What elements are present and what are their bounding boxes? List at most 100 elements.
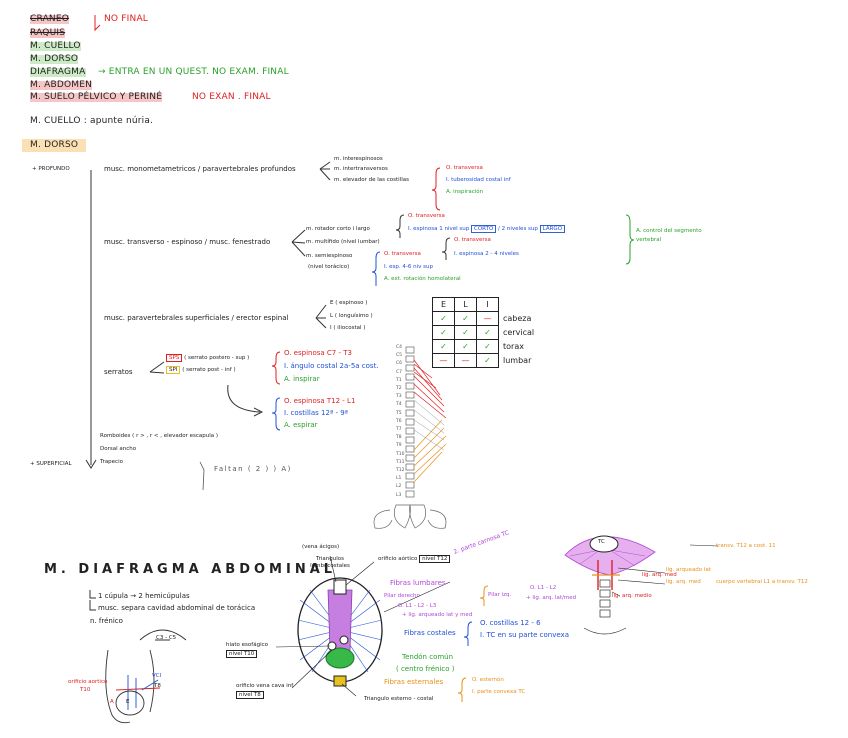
g2-rotador: m. rotador corto i largo xyxy=(306,226,370,232)
no-exam-note: NO EXAN . FINAL xyxy=(192,92,271,102)
vertebra-label: L1 xyxy=(396,476,402,482)
small-vci: VCI xyxy=(152,673,162,679)
r-tc: TC xyxy=(598,539,605,545)
pilar-izq-origin: O. L1 - L2 xyxy=(530,585,557,591)
triangulos-label: Triangulos lumbocostales xyxy=(310,556,350,570)
g2-semi-origin: O. transversa xyxy=(384,251,421,257)
small-diaphragm-sketch xyxy=(105,649,161,724)
g2-semi-action: A. ext. rotación homolateral xyxy=(384,276,461,282)
vertebra-label: T4 xyxy=(396,402,402,408)
small-e: E xyxy=(126,699,130,705)
spi-label: SPI ( serrato post - inf ) xyxy=(166,366,236,374)
g2-label: musc. transverso - espinoso / musc. fene… xyxy=(104,238,271,246)
vertebra-label: C4 xyxy=(396,345,403,350)
list-raquis: RAQUIS xyxy=(30,28,66,38)
vertebra-label: L2 xyxy=(396,484,402,490)
r-nota1: transv. T12 a cost. 11 xyxy=(716,543,776,549)
vertebra-label: T2 xyxy=(396,386,402,391)
g3-item: E ( espinoso ) xyxy=(330,300,368,306)
entra-note: → ENTRA EN UN QUEST. NO EXAM. FINAL xyxy=(98,67,289,77)
g2-mul-origin: O. transversa xyxy=(454,237,491,243)
fe-insertion: I. parte convexa TC xyxy=(472,689,526,695)
sps-origin: O. espinosa C7 - T3 xyxy=(284,349,352,357)
vertebra-label: T12 xyxy=(396,468,405,473)
fe-origin: O. esternón xyxy=(472,677,504,683)
vena-cava-level: nivel T8 xyxy=(236,691,264,699)
aortico-label: orificio aórtico nivel T12 xyxy=(378,555,451,563)
g2-semi-level: (nivel torácico) xyxy=(308,264,350,270)
vertebra-label: T11 xyxy=(396,459,405,465)
fibras-costales: Fibras costales xyxy=(404,629,456,637)
vertebra-label: T7 xyxy=(396,427,402,432)
small-a: A xyxy=(110,699,114,705)
r-lig-med2: lig. arq. med xyxy=(666,579,701,585)
vertebra-label: T5 xyxy=(396,410,402,416)
g1-insertion: I. tuberosidad costal inf xyxy=(446,177,511,183)
g3-item: I ( iliocostal ) xyxy=(330,325,366,331)
g1-item: m. interespinosos xyxy=(334,156,383,162)
pilar-derecho: Pilar derecho xyxy=(384,593,420,599)
spi-action: A. espirar xyxy=(284,421,318,429)
vertebra-label: C7 xyxy=(396,369,403,375)
diafragma-line1: 1 cúpula → 2 hemicúpulas xyxy=(98,592,190,600)
list-craneo: CRANEO xyxy=(30,14,70,24)
list-abdomen: M. ABDOMEN xyxy=(30,80,93,90)
cuello-heading: M. CUELLO : apunte núria. xyxy=(30,116,154,126)
vertebra-label: T9 xyxy=(396,443,402,449)
g1-label: musc. monometametricos / paravertebrales… xyxy=(104,165,296,173)
vertebra-label: T3 xyxy=(396,394,402,400)
spi-insertion: I. costillas 12ª - 9ª xyxy=(284,409,348,417)
g2-rot-insertion: I. espinosa 1 nivel sup CORTO / 2 nivele… xyxy=(408,225,566,233)
g2-action: A. control del segmento vertebral xyxy=(636,228,702,243)
centro-frenico: ( centro frénico ) xyxy=(396,665,455,673)
list-dorso: M. DORSO xyxy=(30,54,79,64)
list-diafragma: DIAFRAGMA xyxy=(30,67,86,77)
pilar-origin: O. L1 - L2 - L3 xyxy=(398,603,437,609)
g2-semi: m. semiespinoso xyxy=(306,253,353,259)
tendon-comun: Tendón común xyxy=(402,653,454,661)
small-t10: T10 xyxy=(80,687,91,693)
romboides-item: Romboides ( r > , r < , elevador escapul… xyxy=(100,433,218,439)
g1-origin: O. transversa xyxy=(446,165,483,171)
g3-item: L ( longuísimo ) xyxy=(330,313,373,319)
sps-action: A. inspirar xyxy=(284,375,320,383)
spi-origin: O. espinosa T12 - L1 xyxy=(284,397,356,405)
hiato-level: nivel T10 xyxy=(226,650,258,658)
vena-acigos: (vena ácigos) xyxy=(302,544,340,550)
faltan-note: Faltan ( 2 ) ) A) xyxy=(214,465,292,473)
vertebra-label: T6 xyxy=(396,418,402,424)
dorsal-item: Dorsal ancho xyxy=(100,446,137,452)
vena-cava-label: orificio vena cava inf xyxy=(236,683,294,689)
fibras-lumbares: Fibras lumbares xyxy=(390,579,446,587)
list-cuello: M. CUELLO xyxy=(30,41,81,51)
superficial-label: + SUPERFICIAL xyxy=(30,461,72,467)
hiato-label: hiato esofágico xyxy=(226,642,268,648)
vertebra-label: C5 xyxy=(396,353,403,359)
sps-insertion: I. ángulo costal 2a-5a cost. xyxy=(284,362,379,370)
g1-item: m. intertransversos xyxy=(334,166,388,172)
c3c5-label: C3 - C5 xyxy=(156,635,177,641)
vertebra-label: T10 xyxy=(396,451,405,457)
trapecio-item: Trapecio xyxy=(100,459,123,465)
vertebra-label: C6 xyxy=(396,361,403,367)
vertebra-label: T1 xyxy=(396,377,402,383)
g3-label: musc. paravertebrales superficiales / er… xyxy=(104,314,289,322)
r-lig-med: lig. arq. med xyxy=(642,572,677,578)
no-final-note: NO FINAL xyxy=(104,14,149,24)
fc-origin: O. costillas 12 - 6 xyxy=(480,619,541,627)
g2-mul-insertion: I. espinosa 2 - 4 niveles xyxy=(454,251,519,257)
diafragma-title: M. DIAFRAGMA ABDOMINAL xyxy=(44,562,337,577)
g1-item: m. elevador de las costillas xyxy=(334,177,410,183)
diafragma-line2: musc. separa cavidad abdominal de toráci… xyxy=(98,604,256,612)
fc-insertion: I. TC en su parte convexa xyxy=(480,631,569,639)
right-diaphragm-drawing xyxy=(564,535,719,635)
triangulo-esterno: Triangulo esterno - costal xyxy=(364,696,434,702)
r-lig-medio: lig. arq. medio xyxy=(612,593,652,599)
diafragma-line3: n. frénico xyxy=(90,617,123,625)
vertebra-label: L3 xyxy=(396,492,402,498)
r-nota2: cuerpo vertebral L1 a transv. T12 xyxy=(716,579,808,585)
list-suelo: M. SUELO PÉLVICO Y PERINÉ xyxy=(30,92,163,102)
pilar-izq-lig: + lig. arq. lat/med xyxy=(526,595,577,601)
